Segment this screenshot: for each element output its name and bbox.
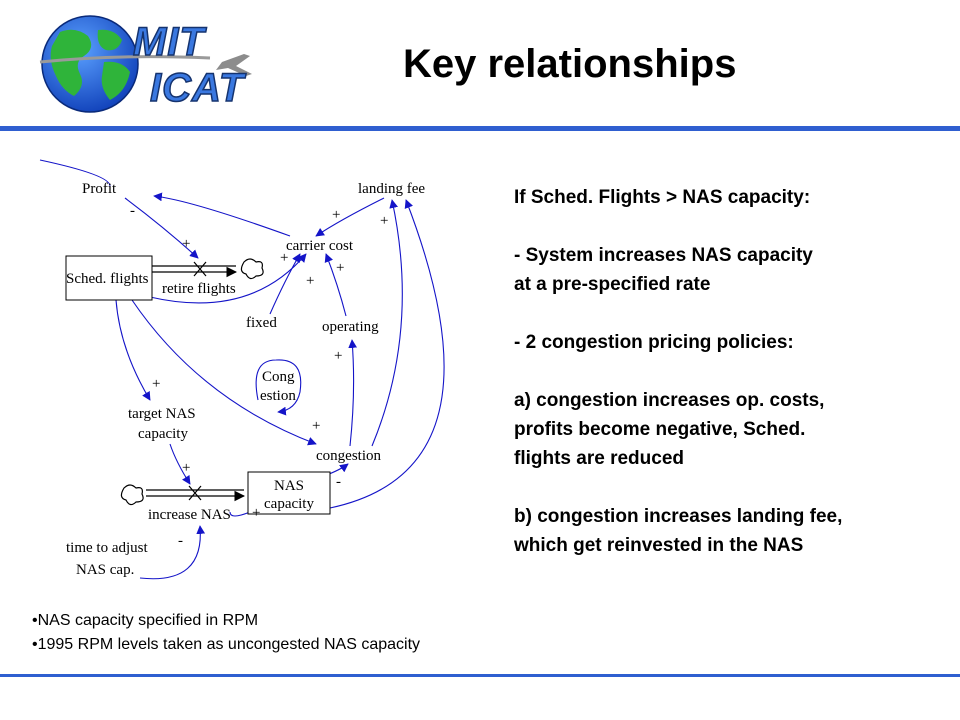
link-carrier-profit [153,192,291,237]
panel-item-2: - 2 congestion pricing policies: [514,332,794,353]
causal-loop-diagram: Profit landing fee carrier cost Sched. f… [39,159,445,580]
label-fixed: fixed [246,315,277,331]
note-item: •1995 RPM levels taken as uncongested NA… [32,636,421,653]
label-profit: Profit [82,181,117,197]
logo-icat-text: ICAT [149,66,245,110]
sched-flights-stock [65,255,153,301]
globe-icon [39,15,252,113]
link-profit-to-sched [39,159,111,187]
panel-item-a: a) congestion increases op. costs, profi… [514,390,825,469]
sign-sched-carrier-plus: + [280,250,288,266]
label-increase-nas: increase NAS [148,507,231,523]
slide-title: Key relationships [403,42,737,86]
link-profit-retire [124,197,199,259]
label-nas-capacity-line2: capacity [264,496,314,512]
link-time-increase [139,525,206,580]
explanation-panel: If Sched. Flights > NAS capacity: - Syst… [514,183,954,560]
sign-time-minus: - [178,533,183,549]
footnotes: •NAS capacity specified in RPM •1995 RPM… [32,609,420,657]
link-congestion-landing [371,199,403,447]
link-landing-carrier [315,197,385,237]
link-operating-carrier [324,253,347,317]
sign-operating-carrier-plus: + [336,260,344,276]
label-cong-line2: estion [260,388,296,404]
label-target-nas-line1: target NAS [128,406,196,422]
logo-mit-text: MIT [132,20,205,64]
label-landing-fee: landing fee [358,181,425,197]
panel-heading: If Sched. Flights > NAS capacity: [514,187,811,208]
label-time-adjust-line2: NAS cap. [76,562,134,578]
sign-target-increase-plus: + [182,460,190,476]
nas-capacity-stock [247,471,331,515]
label-target-nas-line2: capacity [138,426,188,442]
sign-sched-target-plus: + [152,376,160,392]
increase-valve-icon [188,485,202,501]
congestion-loop-arrow [255,359,302,416]
sign-landing-plus-1: + [332,207,340,223]
panel-item-1: - System increases NAS capacity at a pre… [514,245,813,295]
panel-spacer [514,212,954,241]
label-operating: operating [322,319,379,335]
panel-item-b: b) congestion increases landing fee, whi… [514,506,843,556]
link-sched-target [115,299,151,401]
sign-sched-congestion-plus: + [312,418,320,434]
sign-retire-plus: + [182,236,190,252]
link-nascap-increase [229,511,251,517]
label-time-adjust-line1: time to adjust [66,540,148,556]
label-sched-flights: Sched. flights [66,271,149,287]
sign-profit-minus: - [130,203,135,219]
retire-valve-icon [193,261,207,277]
mit-icat-logo: MIT ICAT [0,0,280,125]
sink-cloud-icon [240,258,264,280]
panel-spacer [514,473,954,502]
label-carrier-cost: carrier cost [286,238,354,254]
top-divider [0,126,960,131]
sign-nascap-increase-plus: + [252,505,260,521]
sign-fixed-plus: + [306,273,314,289]
link-congestion-operating [348,339,358,447]
note-item: •NAS capacity specified in RPM [32,612,259,629]
label-cong-line1: Cong [262,369,295,385]
link-target-increase [169,443,191,485]
link-sched-congestion [131,299,317,446]
source-cloud-icon [120,484,144,506]
sign-nascap-congestion-minus: - [336,474,341,490]
sign-congestion-operating-plus: + [334,348,342,364]
panel-spacer [514,299,954,328]
panel-spacer [514,357,954,386]
link-nascap-landing [329,199,445,509]
link-fixed-carrier [269,253,301,315]
label-retire-flights: retire flights [162,281,236,297]
label-congestion: congestion [316,448,381,464]
bottom-divider [0,674,960,677]
label-nas-capacity-line1: NAS [274,478,304,494]
sign-landing-plus-2: + [380,213,388,229]
